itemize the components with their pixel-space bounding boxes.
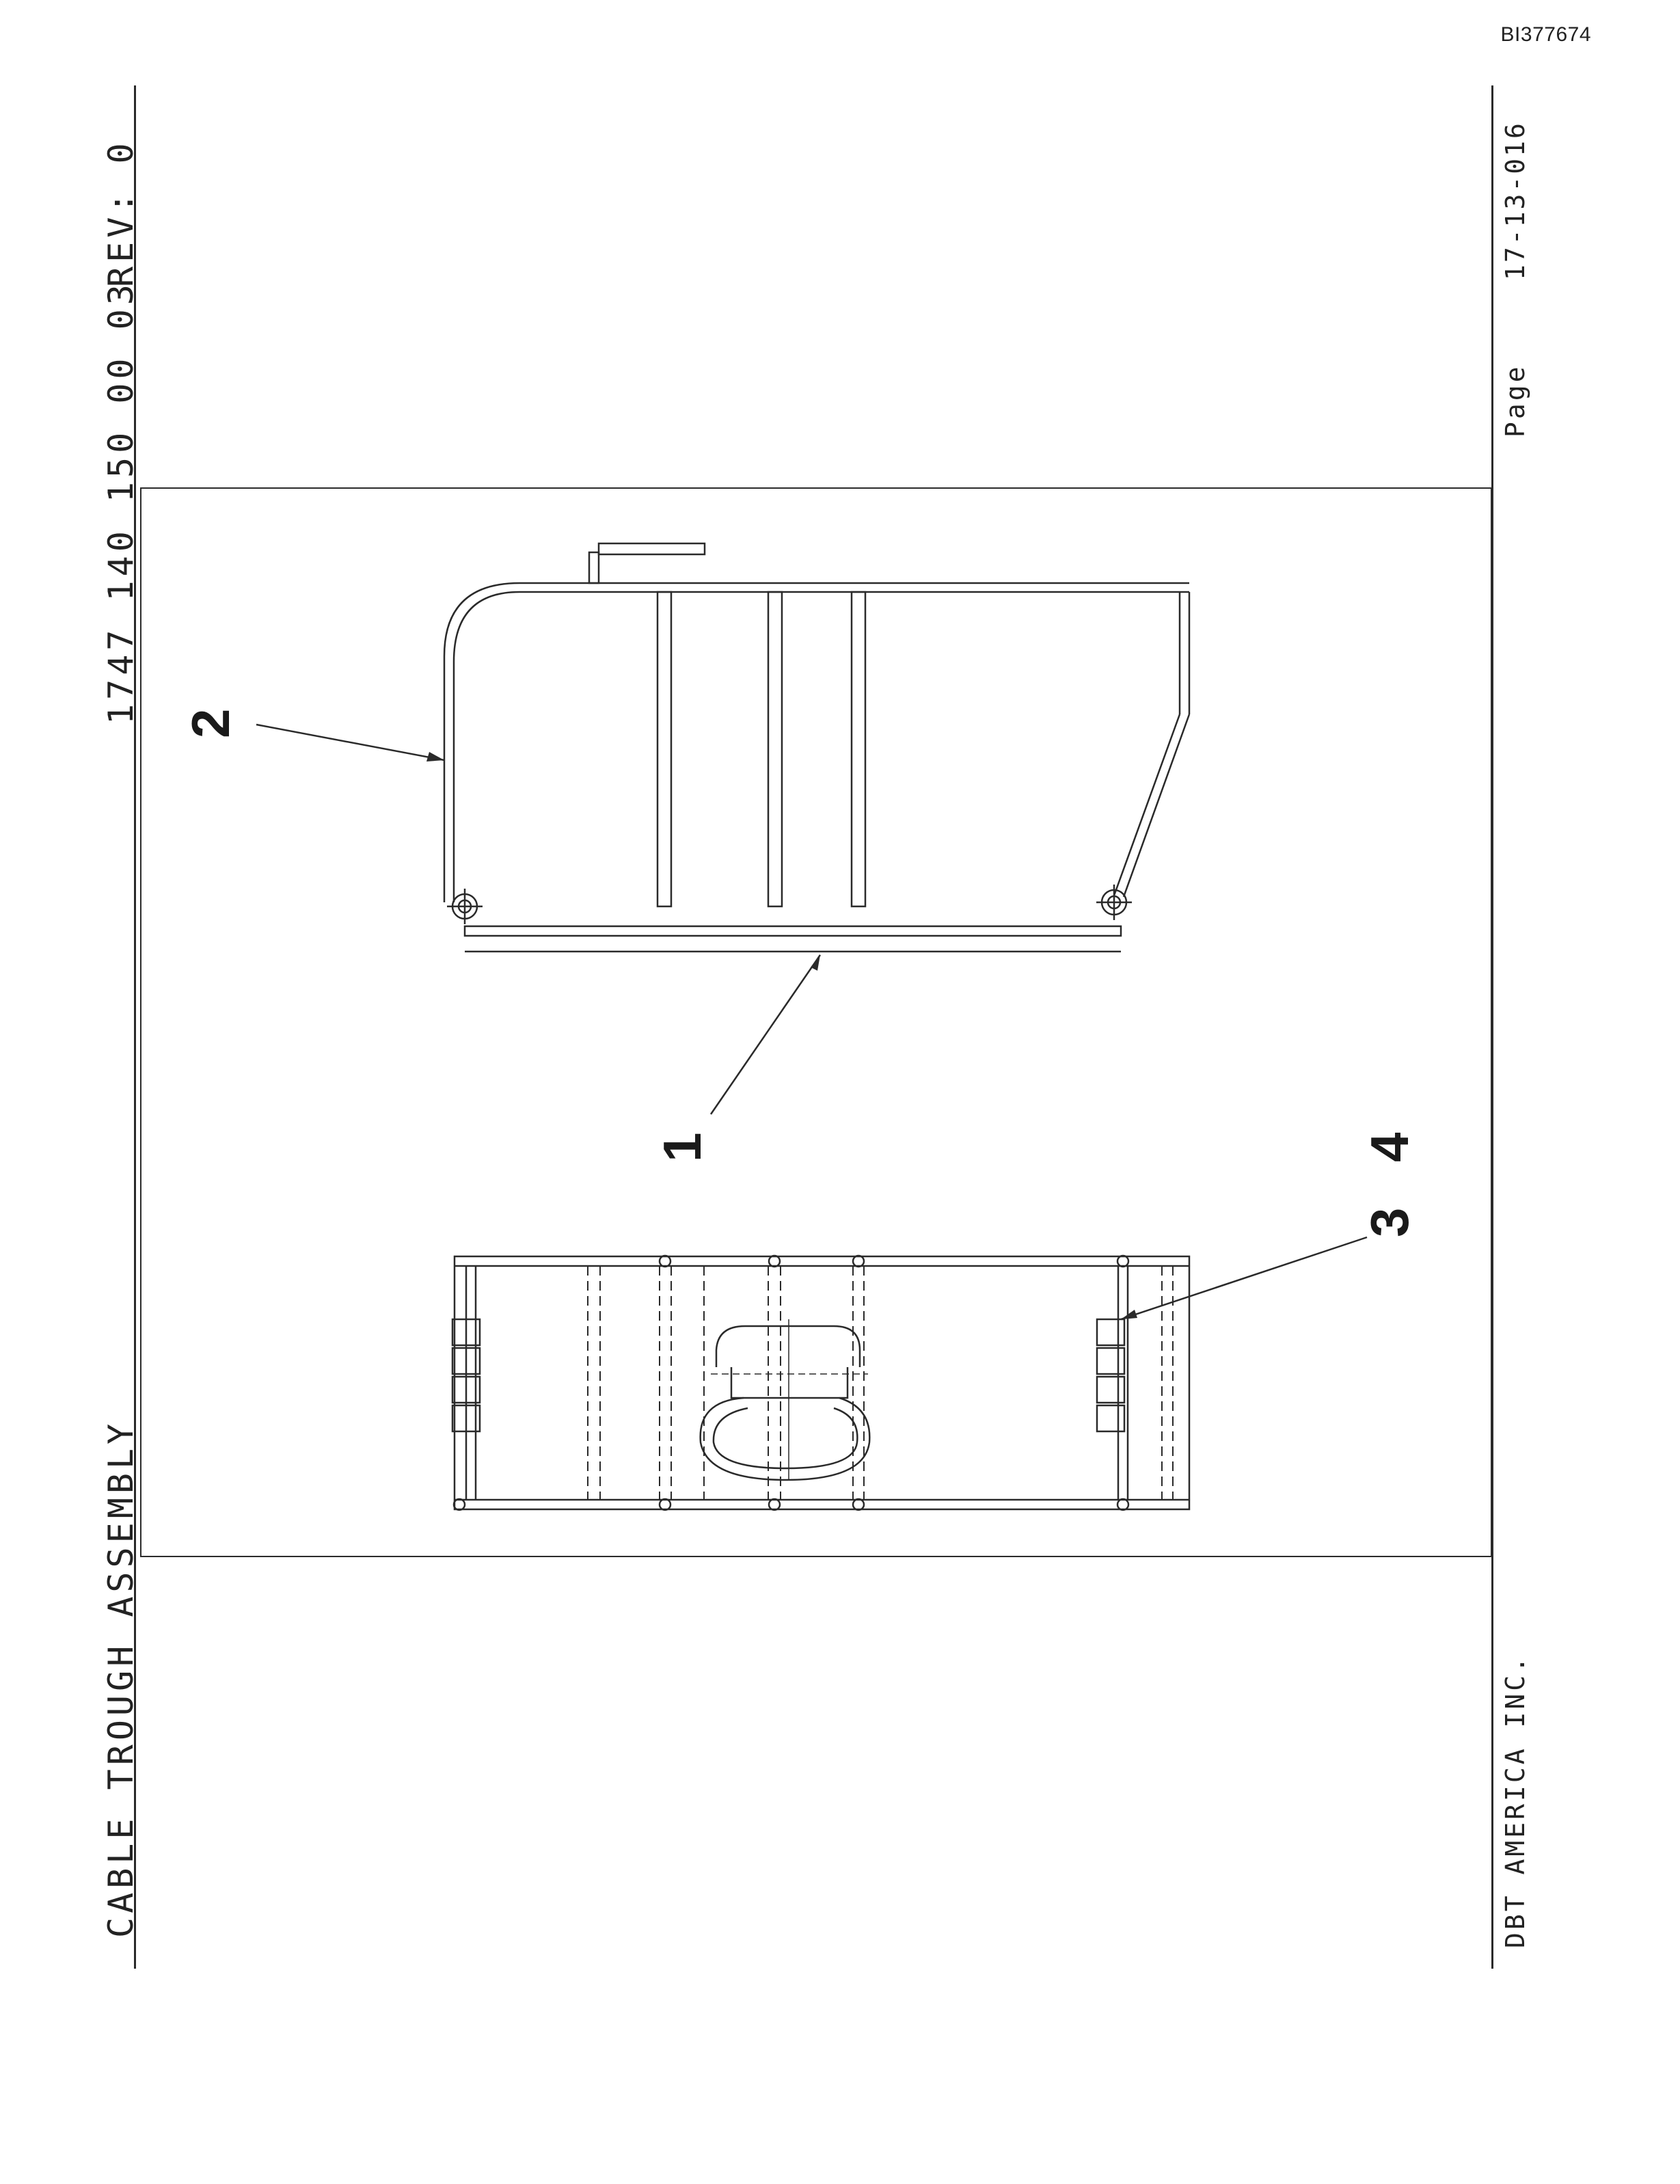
callout-2: 2 <box>180 709 241 738</box>
handle-bracket <box>588 551 600 584</box>
base-plate <box>463 925 1122 937</box>
side-bar <box>767 591 783 908</box>
plan-outline <box>453 1255 1191 1511</box>
callout-3: 3 <box>1359 1208 1420 1237</box>
callout-1: 1 <box>652 1133 712 1162</box>
handle-loop <box>699 1397 871 1481</box>
plan-view <box>451 1254 1191 1511</box>
side-bar <box>850 591 867 908</box>
side-frame-outer <box>443 582 520 902</box>
arrowhead-1 <box>811 955 820 971</box>
drawing-frame <box>140 487 1492 1557</box>
arrowhead-2 <box>426 752 444 761</box>
side-frame-inner <box>452 591 520 902</box>
leader-3 <box>1120 1236 1368 1321</box>
handle-bar <box>597 542 706 556</box>
side-view <box>443 542 1191 953</box>
hinge-block <box>1096 1318 1126 1347</box>
handle-cover <box>715 1325 861 1367</box>
side-bar <box>656 591 673 908</box>
hinge-block <box>451 1318 481 1347</box>
left-rule <box>134 85 136 1969</box>
leader-2 <box>256 723 445 761</box>
document-id: BI377674 <box>1500 23 1591 46</box>
leader-1 <box>709 954 822 1115</box>
right-rule <box>1491 85 1493 1969</box>
callout-4: 4 <box>1359 1133 1420 1162</box>
arrowhead-3 <box>1121 1310 1137 1319</box>
